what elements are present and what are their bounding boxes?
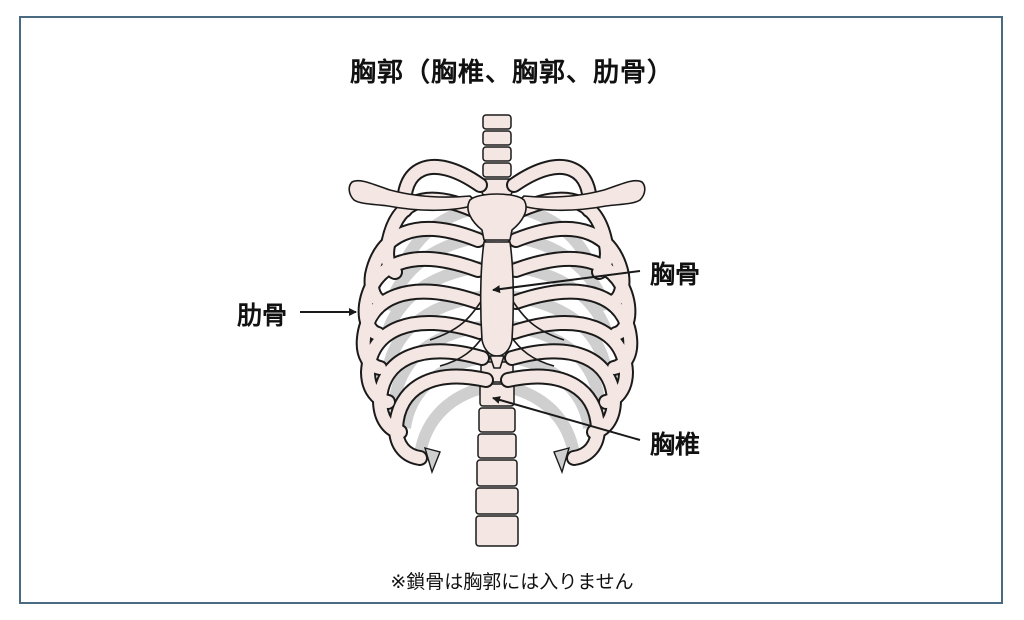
footnote: ※鎖骨は胸郭には入りません: [390, 571, 634, 593]
figure-title: 胸郭（胸椎、胸郭、肋骨）: [349, 58, 674, 88]
thoracic-spine: [475, 114, 519, 547]
floating-ribs: [423, 447, 571, 475]
sternum-pointer-arrow: [492, 270, 641, 294]
label-sternum: 胸骨: [650, 260, 701, 289]
sternum: [467, 193, 527, 369]
label-vertebra: 胸椎: [650, 430, 701, 459]
vertebra-pointer-arrow: [492, 396, 641, 441]
label-rib: 肋骨: [237, 301, 288, 330]
clavicles: [348, 179, 646, 212]
